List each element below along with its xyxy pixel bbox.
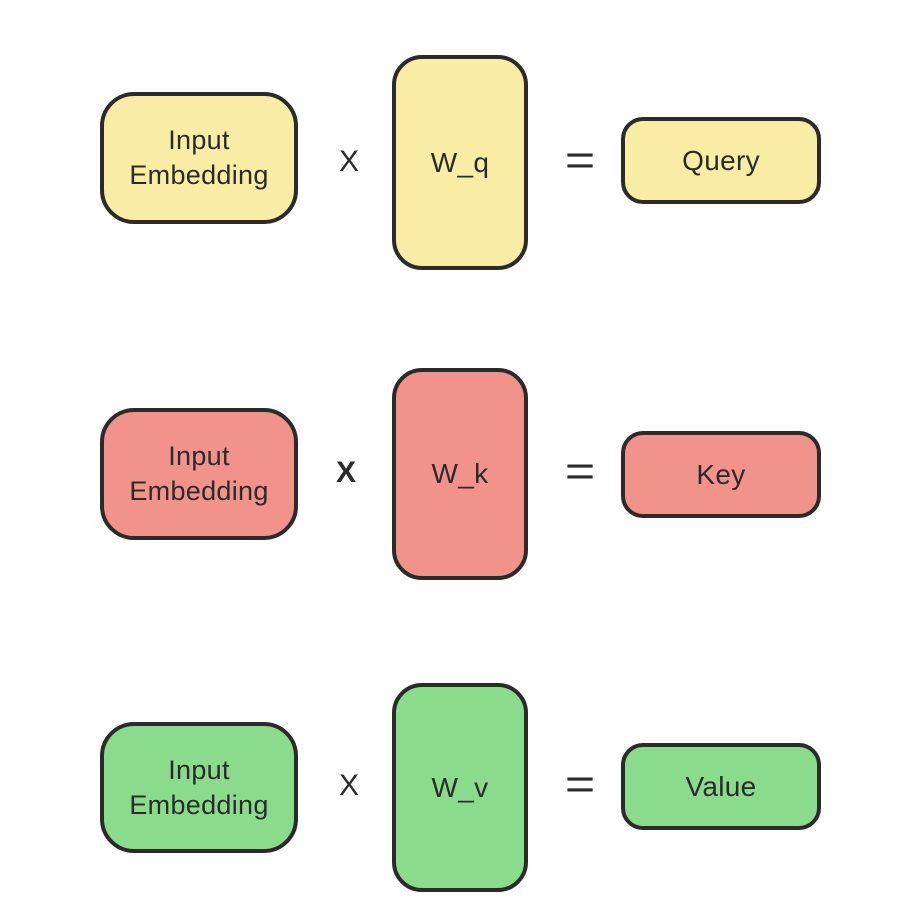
weight-matrix-label: W_k [431,458,489,489]
input-embedding-box-query: Input Embedding [100,92,298,224]
multiply-operator: X [338,769,360,802]
input-embedding-label-line2: Embedding [129,476,269,506]
input-embedding-box-key: Input Embedding [100,408,298,540]
weight-matrix-box-wq: W_q [392,55,528,270]
input-embedding-box-value: Input Embedding [100,722,298,853]
weight-matrix-label: W_v [431,771,489,803]
multiply-operator: X [335,456,357,489]
weight-matrix-label: W_q [430,146,490,178]
multiply-operator: X [338,145,360,178]
equals-operator: = [564,136,596,185]
key-output-box: Key [621,431,821,518]
input-embedding-label-line1: Input [168,754,230,785]
equals-operator: = [564,447,596,496]
key-output-label: Key [696,458,746,490]
input-embedding-label-line2: Embedding [129,789,269,820]
value-output-label: Value [685,770,757,802]
input-embedding-label-line1: Input [168,125,230,155]
weight-matrix-box-wv: W_v [392,683,528,892]
value-output-box: Value [621,743,821,830]
query-output-box: Query [621,117,821,204]
equals-operator: = [564,760,596,809]
query-output-label: Query [682,144,760,176]
input-embedding-label-line1: Input [168,441,230,471]
input-embedding-label-line2: Embedding [129,160,269,190]
weight-matrix-box-wk: W_k [392,368,528,580]
